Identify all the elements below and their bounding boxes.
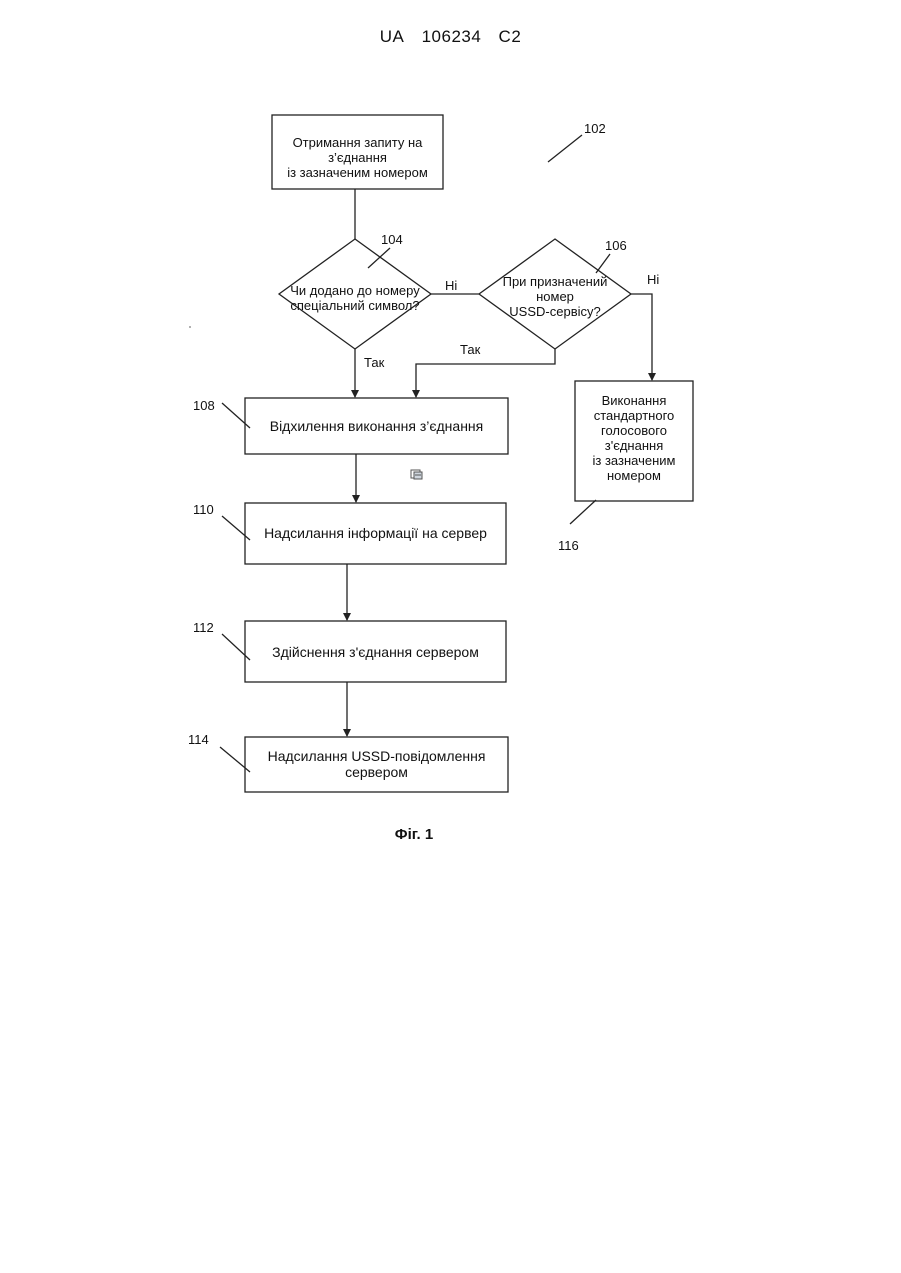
connector-106-116 [631,294,652,380]
box-102-line2: із зазначеним номером [272,165,443,180]
diamond-106-line2: номер [487,289,623,304]
connector-106-108 [416,349,555,397]
edge-label-yes-104: Так [364,355,384,370]
diamond-104-line1: Чи додано до номеру [279,283,431,298]
box-116-line2: стандартного [575,408,693,423]
leader-106 [596,254,610,273]
ref-106: 106 [605,238,627,253]
diamond-104-line2: спеціальний символ? [279,298,431,313]
leader-116 [570,500,596,524]
box-110-label: Надсилання інформації на сервер [245,525,506,541]
ref-112: 112 [193,620,214,635]
diamond-106-line1: При призначений [487,274,623,289]
box-102-label: Отримання запиту на з’єднання із зазначе… [272,135,443,180]
leader-102 [548,135,582,162]
box-114-line1: Надсилання USSD-повідомлення [245,748,508,764]
box-114-line2: сервером [245,764,508,780]
box-102-line1: Отримання запиту на з’єднання [272,135,443,165]
box-116-line1: Виконання [575,393,693,408]
box-116-line4: з'єднання [575,438,693,453]
box-116-line6: номером [575,468,693,483]
ref-110: 110 [193,502,214,517]
box-114-label: Надсилання USSD-повідомлення сервером [245,748,508,780]
ref-114: 114 [188,732,209,747]
scan-speck [189,326,191,328]
diamond-106-label: При призначений номер USSD-сервісу? [487,274,623,319]
ref-102: 102 [584,121,606,136]
ref-116: 116 [558,538,579,553]
edge-label-yes-106: Так [460,342,480,357]
box-112-label: Здійснення з'єднання сервером [245,644,506,660]
box-116-label: Виконання стандартного голосового з'єдна… [575,393,693,483]
box-116-line5: із зазначеним [575,453,693,468]
ref-108: 108 [193,398,215,413]
figure-caption: Фіг. 1 [0,826,828,843]
edge-label-no-104: Ні [445,278,457,293]
ref-104: 104 [381,232,403,247]
diamond-104-label: Чи додано до номеру спеціальний символ? [279,283,431,313]
edge-label-no-106: Ні [647,272,659,287]
box-108-label: Відхилення виконання з’єднання [245,418,508,434]
scanner-stamp-icon [410,468,423,480]
box-116-line3: голосового [575,423,693,438]
diamond-106-line3: USSD-сервісу? [487,304,623,319]
